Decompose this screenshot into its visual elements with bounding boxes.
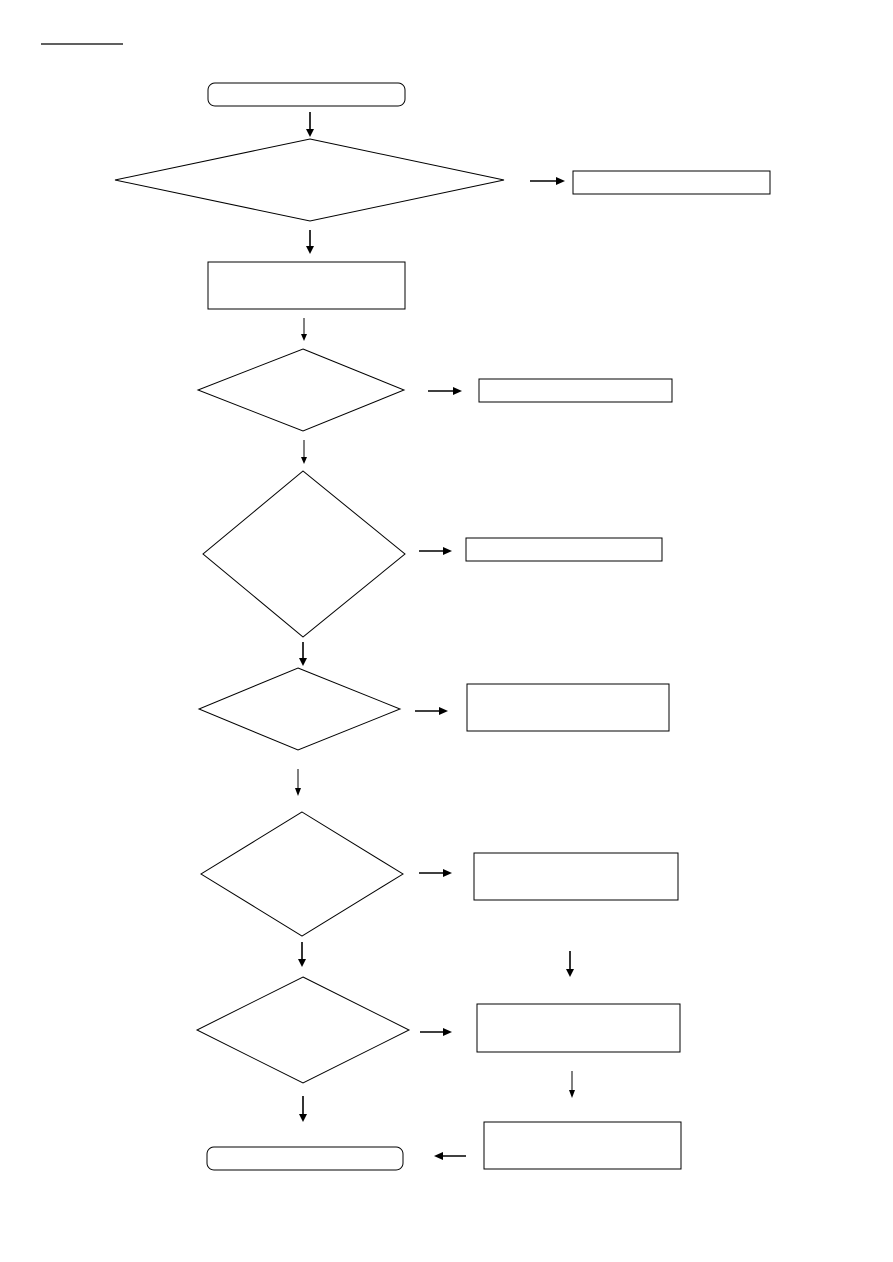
result-4-box [466,683,670,732]
arrow-decision-2-to-decision-3 [301,440,307,464]
result-2-box [478,378,673,403]
arrow-decision-5-to-result-5 [419,869,452,877]
result-1-box [572,170,771,195]
start-terminal [207,82,406,107]
decision-6 [195,976,411,1084]
result-5-box [473,852,679,901]
decision-3 [202,470,406,638]
arrow-result-6-to-result-7 [569,1071,575,1098]
arrow-result-5-to-result-6 [566,951,574,977]
decision-5 [200,811,404,937]
step-1-box [207,261,406,310]
arrow-decision-1-to-step-1 [306,230,314,254]
arrow-decision-2-to-result-2 [428,387,462,395]
result-7-box [483,1121,682,1170]
arrow-decision-1-to-result-1 [530,177,565,185]
arrow-decision-3-to-result-3 [419,547,452,555]
decision-1 [114,138,505,222]
arrow-decision-4-to-result-4 [415,707,448,715]
arrow-decision-3-to-decision-4 [299,642,307,666]
arrow-decision-6-to-end [299,1096,307,1122]
result-3-box [465,537,663,562]
decision-2 [196,348,406,432]
arrow-start-to-decision-1 [306,112,314,137]
arrow-decision-5-to-decision-6 [298,942,306,967]
arrow-decision-4-to-decision-5 [295,769,301,796]
arrow-result-7-to-end [434,1152,466,1160]
arrow-decision-6-to-result-6 [420,1028,452,1036]
decision-4 [197,667,402,751]
arrow-step-1-to-decision-2 [301,318,307,341]
end-terminal [206,1146,404,1171]
result-6-box [476,1003,681,1053]
